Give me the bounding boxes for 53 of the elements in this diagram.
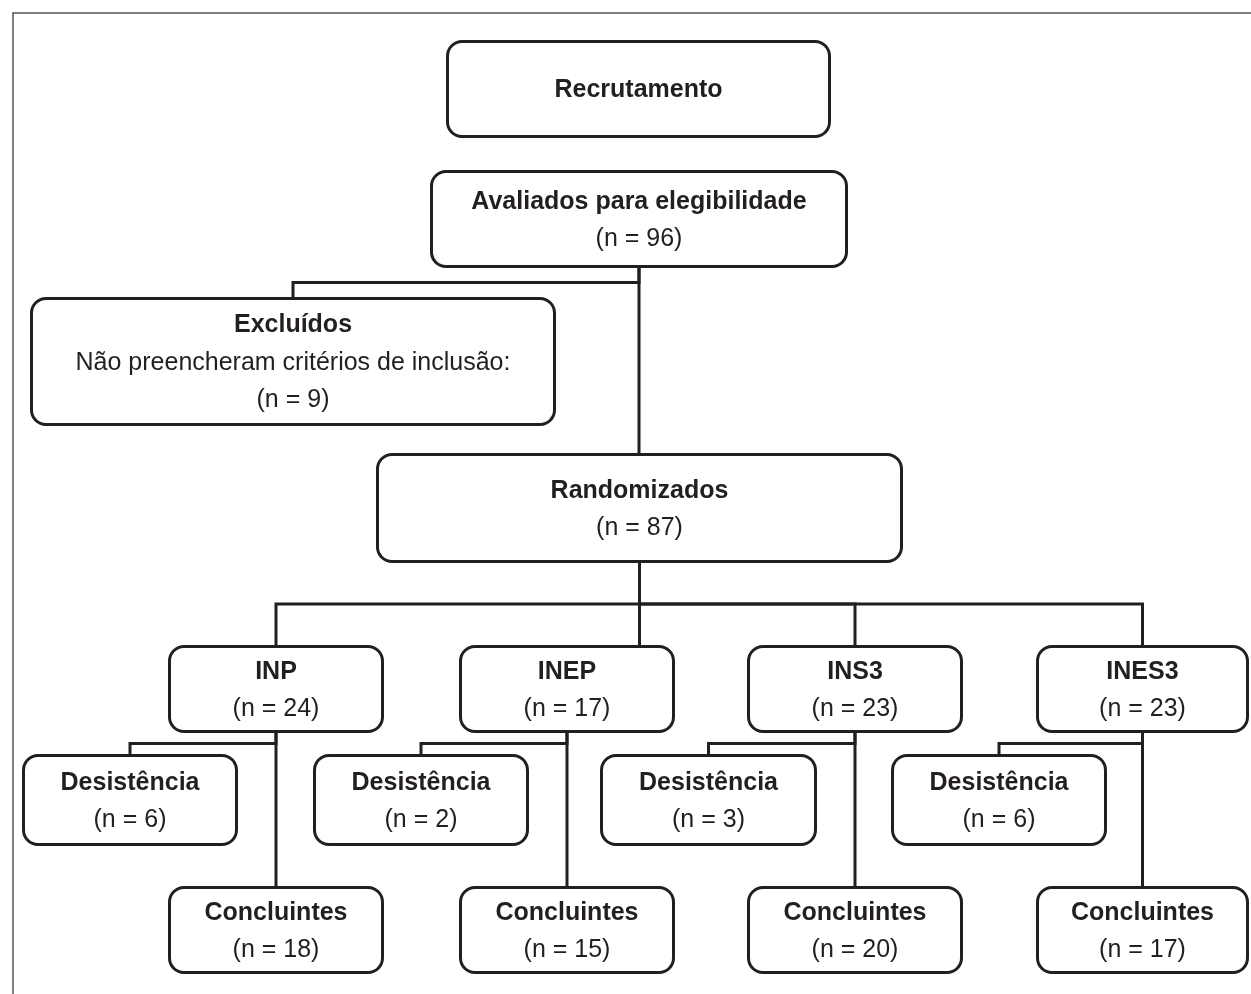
process-box (747, 645, 963, 733)
box-heading: Randomizados (550, 473, 729, 505)
box-text: (n = 23) (811, 692, 899, 723)
box-heading: INS3 (827, 654, 883, 686)
box-heading: INES3 (1106, 654, 1179, 686)
box-text: (n = 17) (1099, 933, 1186, 964)
box-text: (n = 23) (1099, 692, 1186, 723)
box-heading: Avaliados para elegibilidade (471, 184, 807, 216)
box-text: (n = 24) (232, 692, 320, 723)
process-box (446, 40, 831, 138)
box-heading: Desistência (351, 765, 491, 797)
box-heading: Concluintes (1070, 895, 1215, 927)
box-heading: Concluintes (495, 895, 639, 927)
box-heading: INEP (537, 654, 597, 686)
box-heading: Desistência (639, 765, 778, 797)
box-text: (n = 6) (93, 803, 167, 834)
box-text: (n = 15) (523, 933, 611, 964)
connector-line (853, 733, 857, 886)
connector-line (274, 733, 278, 886)
box-heading: Desistência (60, 765, 200, 797)
box-heading: Concluintes (204, 895, 348, 927)
process-box (376, 453, 903, 563)
process-box (1036, 645, 1249, 733)
box-text: (n = 96) (595, 222, 683, 253)
box-text: (n = 20) (811, 933, 899, 964)
box-heading: Concluintes (783, 895, 927, 927)
box-text: (n = 87) (596, 511, 683, 542)
process-box (459, 645, 675, 733)
box-text: (n = 18) (232, 933, 320, 964)
box-heading: Excluídos (233, 308, 353, 340)
connector-line (637, 268, 641, 453)
process-box (313, 754, 529, 846)
box-text: (n = 6) (962, 803, 1036, 834)
process-box (30, 297, 556, 426)
process-box (168, 645, 384, 733)
box-text: (n = 17) (523, 692, 611, 723)
box-heading: Recrutamento (554, 73, 723, 105)
process-box (747, 886, 963, 974)
process-box (430, 170, 848, 268)
connector-line (565, 733, 569, 886)
connector-line (1141, 733, 1144, 886)
box-heading: INP (255, 654, 297, 686)
process-box (459, 886, 675, 974)
box-text: (n = 2) (384, 803, 458, 834)
process-box (891, 754, 1107, 846)
box-heading: Desistência (929, 765, 1069, 797)
process-box (22, 754, 238, 846)
box-text: (n = 9) (256, 383, 330, 415)
box-text: Não preencheram critérios de inclusão: (75, 345, 511, 377)
process-box (1036, 886, 1249, 974)
process-box (168, 886, 384, 974)
box-text: (n = 3) (672, 803, 745, 834)
process-box (600, 754, 817, 846)
